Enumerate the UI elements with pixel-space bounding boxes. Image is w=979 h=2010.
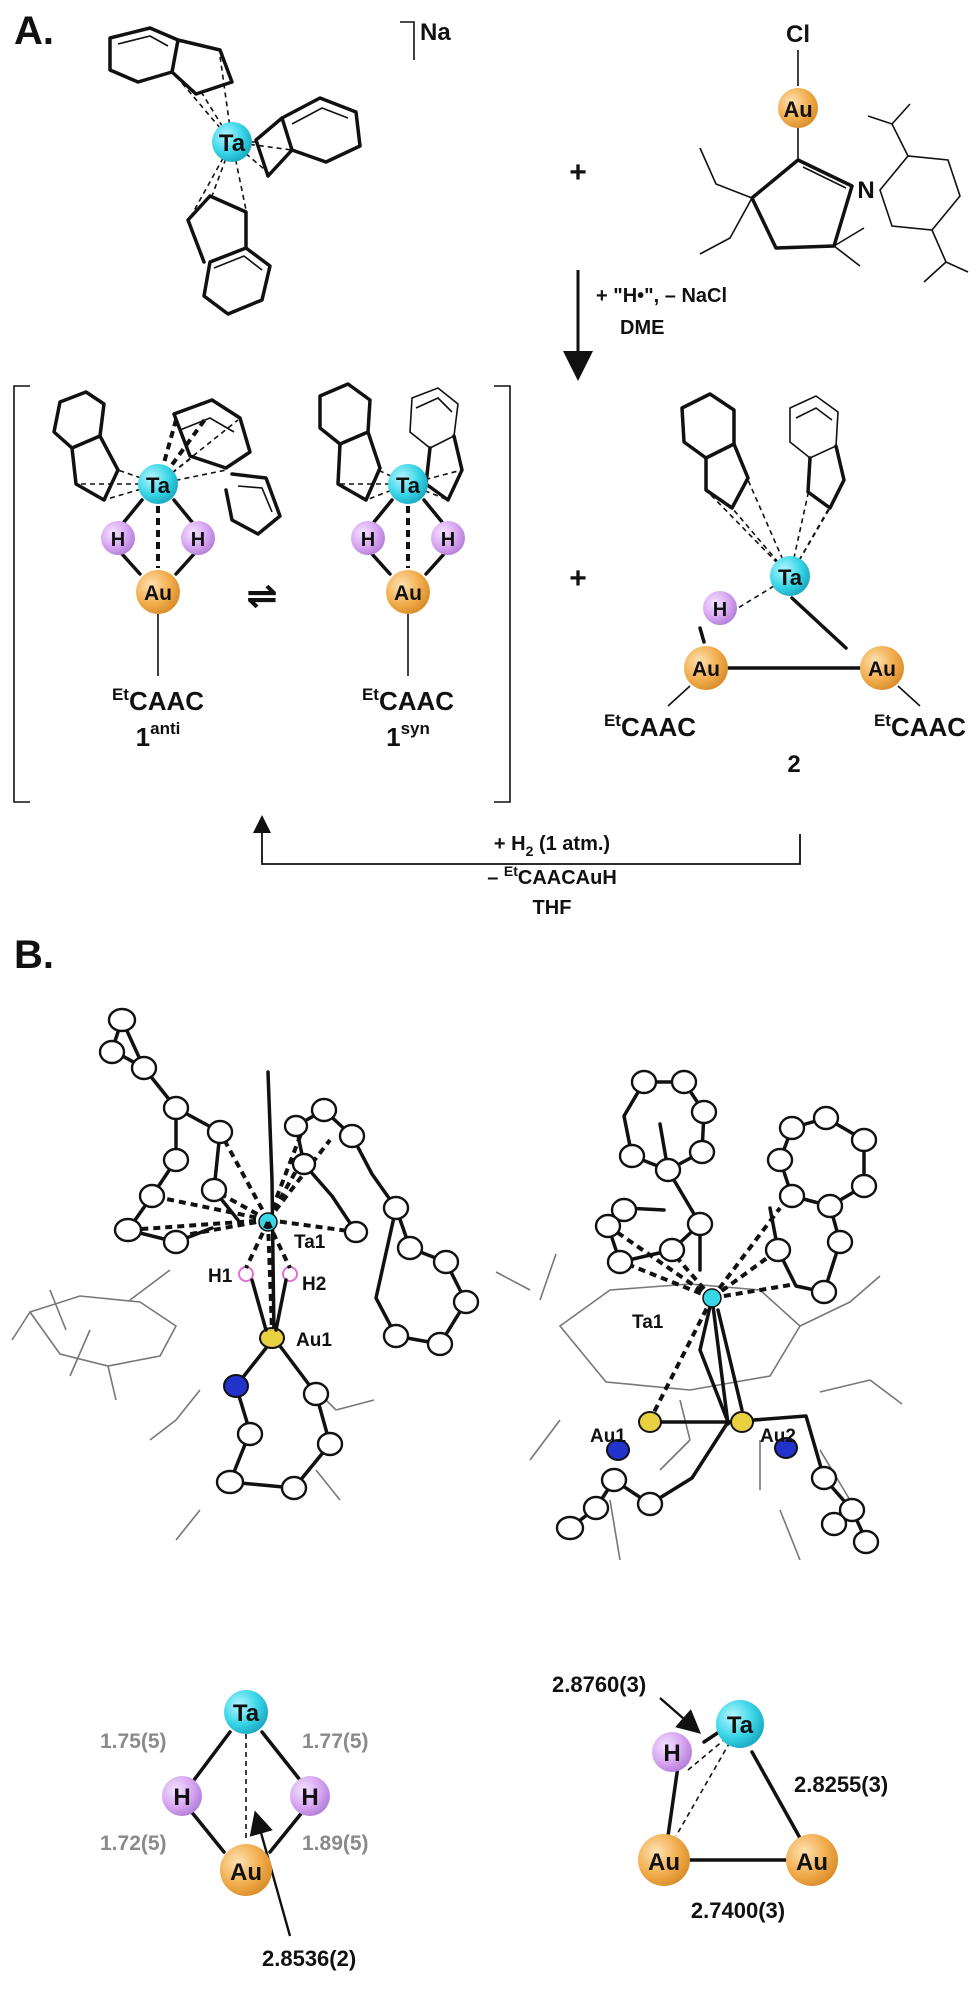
ta-label-core-left: Ta [233,1700,260,1727]
crystal-structure-left: Ta1 H1 H2 Au1 [11,1007,480,1541]
crystal-label-ta1-left: Ta1 [294,1232,326,1253]
au-atom-2-right [860,646,904,690]
h-atom-core-left-a [162,1776,202,1816]
h-atom-1-syn-right [431,521,465,555]
reaction-2-byproduct: – EtCAACAuH [487,863,617,889]
plus-sign-2: + [569,562,587,595]
h-label-core-left-b: H [301,1784,318,1811]
au-label-1-syn: Au [394,582,422,605]
ligand-2-left: EtCAAC [604,711,696,742]
crystal-label-h1: H1 [208,1266,233,1287]
h-label-core-left-a: H [173,1784,190,1811]
compound-label-1-anti: 1anti [136,719,181,752]
au-atom-core-right-a [638,1834,690,1886]
distance-ta-h-left: 1.75(5) [100,1730,167,1753]
distance-au-au-right-core: 2.7400(3) [691,1898,785,1923]
ta-atom-1-syn [388,464,428,504]
h-label-1-syn-left: H [361,529,375,551]
compound-label-2: 2 [787,751,800,778]
equilibrium-arrows: ⇌ [247,575,277,616]
ta-atom-core-left [224,1690,268,1734]
distance-ta-au-right-core: 2.8255(3) [794,1772,888,1797]
ta-h-distance-pointer-right [659,1697,702,1734]
h-atom-core-right [652,1732,692,1772]
h-atom-1-anti-left [101,521,135,555]
ligand-1-syn: EtCAAC [362,685,454,716]
au-atom-core-left [220,1844,272,1896]
ligand-1-anti: EtCAAC [112,685,204,716]
ta-atom-2 [770,556,810,596]
right-bracket [494,385,511,803]
au-label-core-right-a: Au [648,1849,680,1876]
starting-ta-complex: Ta Na [108,19,451,316]
crystal-label-au2: Au2 [760,1426,796,1447]
distance-ta-h-right-core: 2.8760(3) [552,1672,646,1697]
n-label-reagent: N [857,177,874,204]
h-label-1-anti-right: H [191,529,205,551]
ligand-2-right: EtCAAC [874,711,966,742]
ta-atom-1-anti [138,464,178,504]
au-atom-reagent [778,88,818,128]
compound-2: Ta H Au Au EtCAAC EtCAAC 2 [604,392,966,778]
crystal-structure-right: Ta1 Au1 Au2 [495,1069,903,1561]
au-atom-1-syn [386,570,430,614]
reaction-1-solvent: DME [620,317,664,339]
au-label-2-left: Au [692,658,720,681]
distance-ta-au-left: 2.8536(2) [262,1946,356,1971]
h-label-core-right: H [663,1740,680,1767]
reaction-2-solvent: THF [533,897,572,919]
return-arrow [253,815,801,865]
crystal-label-h2: H2 [302,1274,326,1295]
au-label-core-left: Au [230,1859,262,1886]
au-label-core-right-b: Au [796,1849,828,1876]
reaction-1-conditions: + "H•", – NaCl [596,285,727,307]
au-atom-1-anti [136,570,180,614]
ta-label-2: Ta [778,565,803,590]
panel-label-a: A. [14,9,54,53]
h-atom-1-syn-left [351,521,385,555]
distance-h-au-right: 1.89(5) [302,1832,369,1855]
crystal-label-au1-right: Au1 [590,1426,626,1447]
ta-label-start: Ta [219,130,246,157]
au-atom-core-right-b [786,1834,838,1886]
compound-label-1-syn: 1syn [386,719,430,752]
au-label-2-right: Au [868,658,896,681]
crystal-label-au1-left: Au1 [296,1330,332,1351]
compound-1-syn: Ta H H Au EtCAAC 1syn [318,382,465,752]
h-label-1-syn-right: H [441,529,455,551]
ta-label-core-right: Ta [727,1712,754,1739]
compound-1-anti: Ta H H Au EtCAAC 1anti [52,390,282,752]
crystal-atoms-right [555,1069,880,1555]
h-atom-core-left-b [290,1776,330,1816]
h-atom-2 [703,591,737,625]
au-label-1-anti: Au [144,582,172,605]
core-diagram-right: Ta H Au Au 2.8760(3) 2.8255(3) 2.7400(3) [552,1672,888,1923]
crystal-atoms-left [98,1007,480,1501]
na-counterion: Na [420,19,451,46]
au-label-reagent: Au [783,97,812,122]
distance-h-au-left: 1.72(5) [100,1832,167,1855]
ta-au-distance-pointer-left [249,1810,292,1937]
ta-label-1-syn: Ta [396,473,421,498]
crystal-label-ta1-right: Ta1 [632,1312,664,1333]
distance-ta-h-right: 1.77(5) [302,1730,369,1753]
left-bracket [13,385,30,803]
h-label-1-anti-left: H [111,529,125,551]
ta-label-1-anti: Ta [146,473,171,498]
caac-au-cl-reagent: Cl Au N [699,21,969,283]
ta-atom-core-right [716,1700,764,1748]
panel-label-b: B. [14,933,54,977]
cl-label: Cl [786,21,810,48]
reaction-2-reagent: + H2 (1 atm.) [494,833,610,859]
h-atom-1-anti-right [181,521,215,555]
ta-atom-start [212,122,252,162]
core-diagram-left: Ta H H Au 1.75(5) 1.77(5) 1.72(5) 1.89(5… [100,1690,369,1971]
plus-sign-1: + [569,156,587,189]
au-atom-2-left [684,646,728,690]
h-label-2: H [713,599,727,621]
